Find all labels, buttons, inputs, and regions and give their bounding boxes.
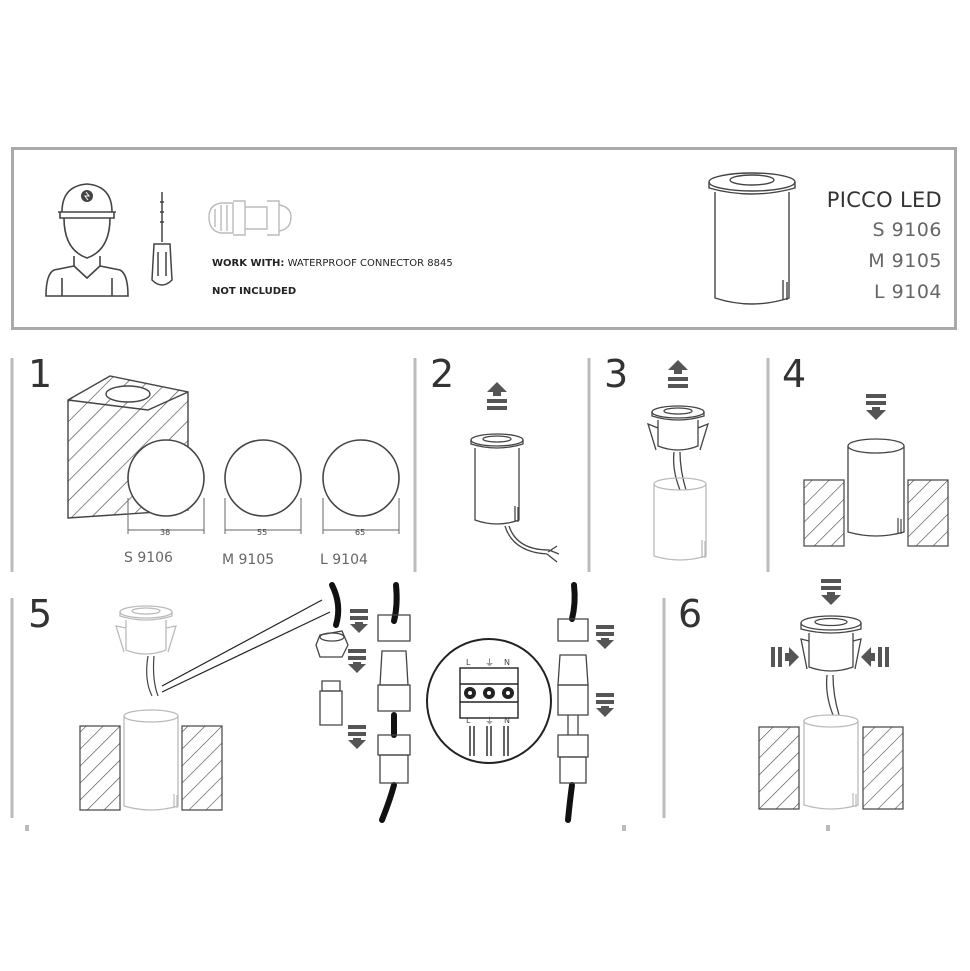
model-s: S 9106 bbox=[872, 219, 942, 241]
terminal-bottom-label-earth: ⏚ bbox=[485, 717, 495, 727]
waterproof-connector-icon bbox=[208, 200, 292, 236]
terminal-block-detail bbox=[426, 638, 552, 764]
dimension-55: 55 bbox=[257, 528, 268, 537]
step-number-6: 6 bbox=[678, 592, 703, 636]
product-illustration bbox=[708, 172, 796, 305]
product-name: PICCO LED bbox=[826, 188, 942, 212]
hole-circle-55 bbox=[224, 439, 302, 534]
work-with-label: WORK WITH: bbox=[212, 258, 285, 269]
connector-assembly-left bbox=[315, 582, 411, 823]
size-label-m: M 9105 bbox=[222, 552, 275, 568]
terminal-top-label-earth: ⏚ bbox=[485, 659, 495, 669]
hole-circle-65 bbox=[322, 439, 400, 534]
step2-pull-out-illustration bbox=[470, 382, 560, 563]
hole-circle-38 bbox=[127, 439, 205, 534]
installer-icon bbox=[45, 183, 129, 297]
terminal-bottom-label-l: L bbox=[466, 716, 471, 725]
not-included-note: NOT INCLUDED bbox=[212, 286, 297, 297]
terminal-bottom-label-n: N bbox=[504, 716, 510, 725]
model-m: M 9105 bbox=[868, 250, 942, 272]
dimension-65: 65 bbox=[355, 528, 366, 537]
work-with-note: WORK WITH: WATERPROOF CONNECTOR 8845 bbox=[212, 258, 453, 269]
size-label-s: S 9106 bbox=[124, 550, 173, 566]
terminal-top-label-l: L bbox=[466, 658, 471, 667]
step-number-1: 1 bbox=[28, 352, 53, 396]
terminal-top-label-n: N bbox=[504, 658, 510, 667]
dimension-38: 38 bbox=[160, 528, 171, 537]
connector-assembly-right bbox=[557, 582, 614, 823]
step-number-5: 5 bbox=[28, 592, 53, 636]
header-panel bbox=[11, 147, 957, 330]
screwdriver-icon bbox=[151, 192, 173, 286]
work-with-value: WATERPROOF CONNECTOR 8845 bbox=[287, 258, 453, 269]
size-label-l: L 9104 bbox=[320, 552, 368, 568]
step3-lamp-removed-illustration bbox=[646, 360, 710, 561]
step-number-2: 2 bbox=[430, 352, 455, 396]
model-l: L 9104 bbox=[874, 281, 942, 303]
step-number-4: 4 bbox=[782, 352, 807, 396]
step4-sleeve-in-ground bbox=[803, 394, 949, 547]
step5-lamp-and-sleeve bbox=[79, 605, 223, 811]
step6-insert-lamp-illustration bbox=[758, 579, 904, 810]
step-number-3: 3 bbox=[604, 352, 629, 396]
